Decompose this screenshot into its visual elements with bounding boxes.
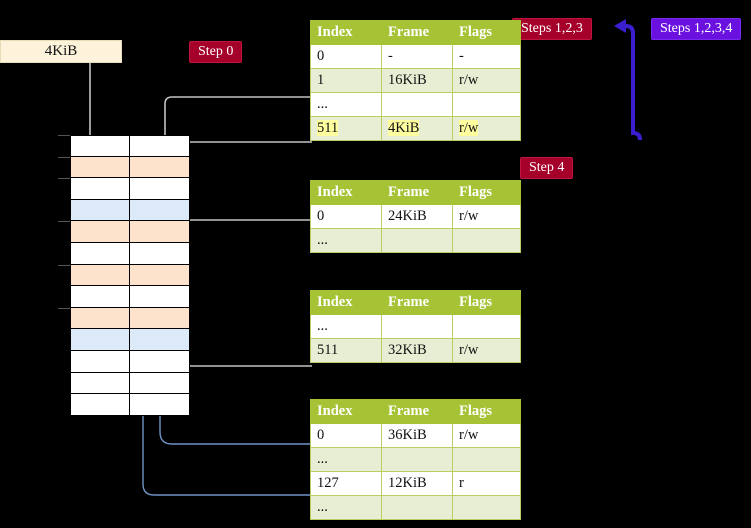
cell-frame: [381, 92, 453, 117]
memory-tick-2: [58, 178, 70, 180]
cell-index: ...: [310, 92, 382, 117]
cell-frame: 16KiB: [381, 68, 453, 93]
table-row: ...: [310, 495, 521, 520]
cell-frame: 36KiB: [381, 423, 453, 448]
column-header-flags: Flags: [452, 180, 521, 205]
cell-flags: r/w: [452, 423, 521, 448]
cell-frame: 24KiB: [381, 204, 453, 229]
cell-frame: [381, 447, 453, 472]
cell-index: ...: [310, 495, 382, 520]
cell-flags: [452, 447, 521, 472]
memory-row-7: [70, 286, 190, 308]
memory-row-4: [70, 221, 190, 243]
cell-flags: r/w: [452, 68, 521, 93]
column-header-index: Index: [310, 180, 382, 205]
column-header-flags: Flags: [452, 290, 521, 315]
memory-column-divider: [129, 135, 130, 416]
cell-index: 0: [310, 44, 382, 69]
badge-steps-1234: Steps 1,2,3,4: [651, 18, 742, 40]
column-header-frame: Frame: [381, 180, 453, 205]
memory-row-8: [70, 307, 190, 330]
cell-frame: [381, 495, 453, 520]
cell-frame: 4KiB: [381, 116, 453, 141]
cell-index: ...: [310, 314, 382, 339]
cell-flags: r/w: [452, 204, 521, 229]
memory-tick-8: [58, 307, 70, 309]
memory-row-6: [70, 264, 190, 287]
cell-frame: 12KiB: [381, 471, 453, 496]
source-frame-box: 4KiB: [0, 40, 122, 63]
memory-row-2: [70, 178, 190, 200]
memory-row-0: [70, 135, 190, 157]
cell-flags: -: [452, 44, 521, 69]
step-bracket-arrow: [625, 24, 642, 141]
wire-t2-to-memory: [175, 219, 312, 257]
memory-row-12: [70, 394, 190, 416]
cell-flags: [452, 314, 521, 339]
column-header-frame: Frame: [381, 399, 453, 424]
cell-flags: r: [452, 471, 521, 496]
memory-row-10: [70, 351, 190, 373]
cell-frame: -: [381, 44, 453, 69]
step-bracket-arrowhead: [614, 19, 626, 33]
memory-tick-4: [58, 221, 70, 223]
badge-step-0: Step 0: [189, 41, 243, 63]
cell-index: 127: [310, 471, 382, 496]
column-header-flags: Flags: [452, 399, 521, 424]
column-header-frame: Frame: [381, 290, 453, 315]
badge-steps-123: Steps 1,2,3: [512, 18, 592, 40]
table-row: ...: [310, 447, 521, 472]
physical-memory-column: [58, 135, 190, 416]
column-header-index: Index: [310, 399, 382, 424]
source-frame-label: 4KiB: [44, 43, 78, 59]
cell-flags: [452, 228, 521, 253]
cell-flags: r/w: [452, 338, 521, 363]
memory-row-1: [70, 156, 190, 179]
cell-index: ...: [310, 228, 382, 253]
cell-frame: [381, 314, 453, 339]
cell-frame: [381, 228, 453, 253]
cell-index: 0: [310, 204, 382, 229]
cell-index: ...: [310, 447, 382, 472]
memory-tick-0: [58, 135, 70, 136]
wire-t3-to-memory: [177, 313, 312, 367]
cell-flags: [452, 495, 521, 520]
memory-row-5: [70, 243, 190, 265]
memory-row-3: [70, 199, 190, 222]
badge-step-4: Step 4: [520, 157, 574, 179]
table-row: ...: [310, 92, 521, 117]
cell-frame: 32KiB: [381, 338, 453, 363]
table-row: 0--: [310, 44, 521, 69]
memory-row-11: [70, 372, 190, 395]
table-row: ...: [310, 228, 521, 253]
cell-index: 0: [310, 423, 382, 448]
cell-index: 511: [310, 116, 382, 141]
column-header-frame: Frame: [381, 20, 453, 45]
column-header-index: Index: [310, 20, 382, 45]
column-header-flags: Flags: [452, 20, 521, 45]
cell-flags: r/w: [452, 116, 521, 141]
memory-tick-1: [58, 156, 70, 158]
cell-index: 1: [310, 68, 382, 93]
table-row: ...: [310, 314, 521, 339]
memory-row-9: [70, 329, 190, 351]
column-header-index: Index: [310, 290, 382, 315]
memory-tick-6: [58, 264, 70, 266]
cell-flags: [452, 92, 521, 117]
cell-index: 511: [310, 338, 382, 363]
